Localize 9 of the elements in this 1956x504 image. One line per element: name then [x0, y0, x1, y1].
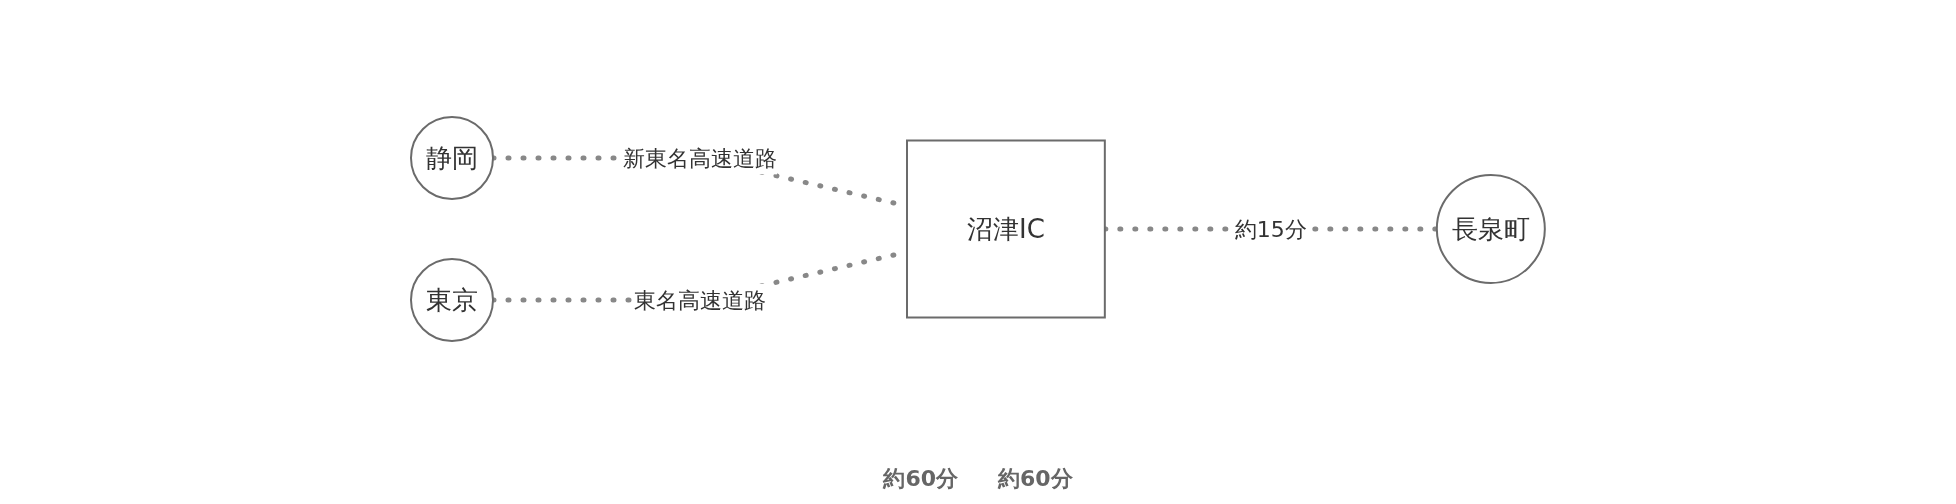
- edge-label: 約15分: [1234, 216, 1307, 242]
- edge-label: 新東名高速道路: [623, 145, 778, 171]
- node-circle: 東京: [410, 258, 495, 342]
- edge-label: 東名高速道路: [634, 287, 767, 313]
- node-circle: 長泉町: [1435, 174, 1546, 284]
- node-box: 沼津IC: [906, 139, 1106, 319]
- node-circle: 静岡: [410, 116, 495, 200]
- duration-label: 約60分: [883, 465, 958, 493]
- duration-label: 約60分: [998, 465, 1073, 493]
